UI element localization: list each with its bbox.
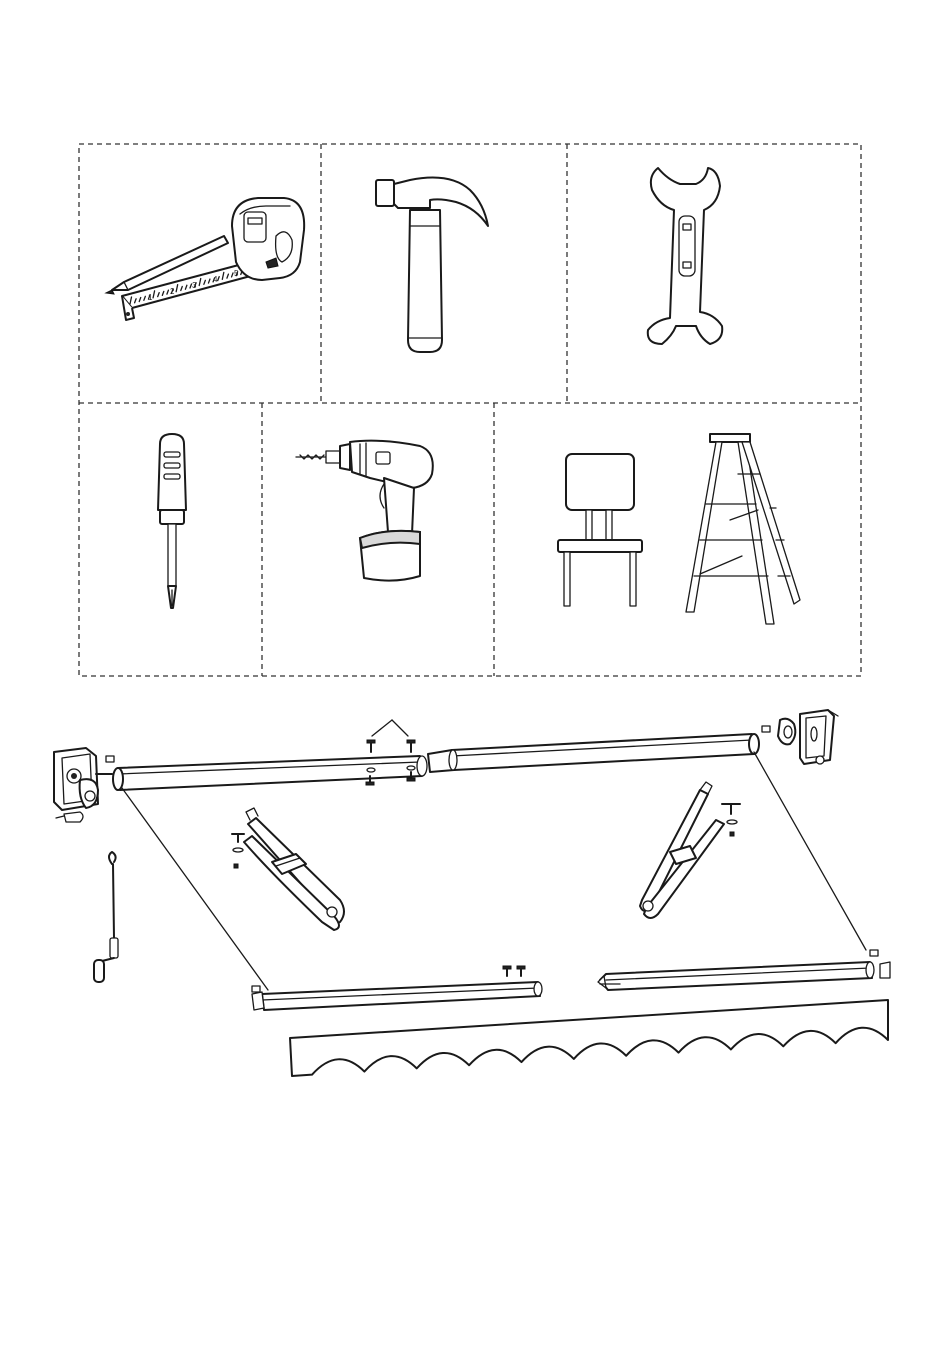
tape-measure-icon: 1 2 3 4 5	[106, 198, 304, 320]
fabric-outline	[122, 752, 866, 990]
wrench-icon	[648, 168, 722, 344]
valance	[290, 1000, 888, 1076]
ladder-icon	[686, 434, 800, 624]
hammer-icon	[376, 178, 488, 352]
tape-tick-1: 1	[148, 293, 153, 302]
tape-tick-3: 3	[192, 281, 197, 290]
tape-tick-4: 4	[213, 275, 218, 284]
front-bar-left	[252, 966, 542, 1010]
left-arm	[232, 808, 344, 930]
arm-bolt-icon	[722, 804, 740, 836]
arm-bolt-icon	[232, 834, 244, 868]
screwdriver-icon	[158, 434, 186, 608]
front-bar-right	[598, 950, 890, 990]
drill-icon	[296, 441, 433, 581]
right-arm	[640, 782, 740, 918]
tools-panel	[79, 144, 861, 676]
tape-tick-5: 5	[234, 269, 239, 278]
screw-icon	[367, 740, 375, 752]
chair-icon	[558, 454, 642, 606]
left-bracket	[54, 748, 112, 822]
crank-handle	[94, 852, 118, 982]
screw-icon	[407, 740, 415, 752]
rear-bar	[106, 726, 770, 790]
screw-icon	[517, 966, 525, 976]
screw-icon	[503, 966, 511, 976]
tape-tick-2: 2	[170, 287, 175, 296]
right-bracket	[778, 710, 838, 764]
